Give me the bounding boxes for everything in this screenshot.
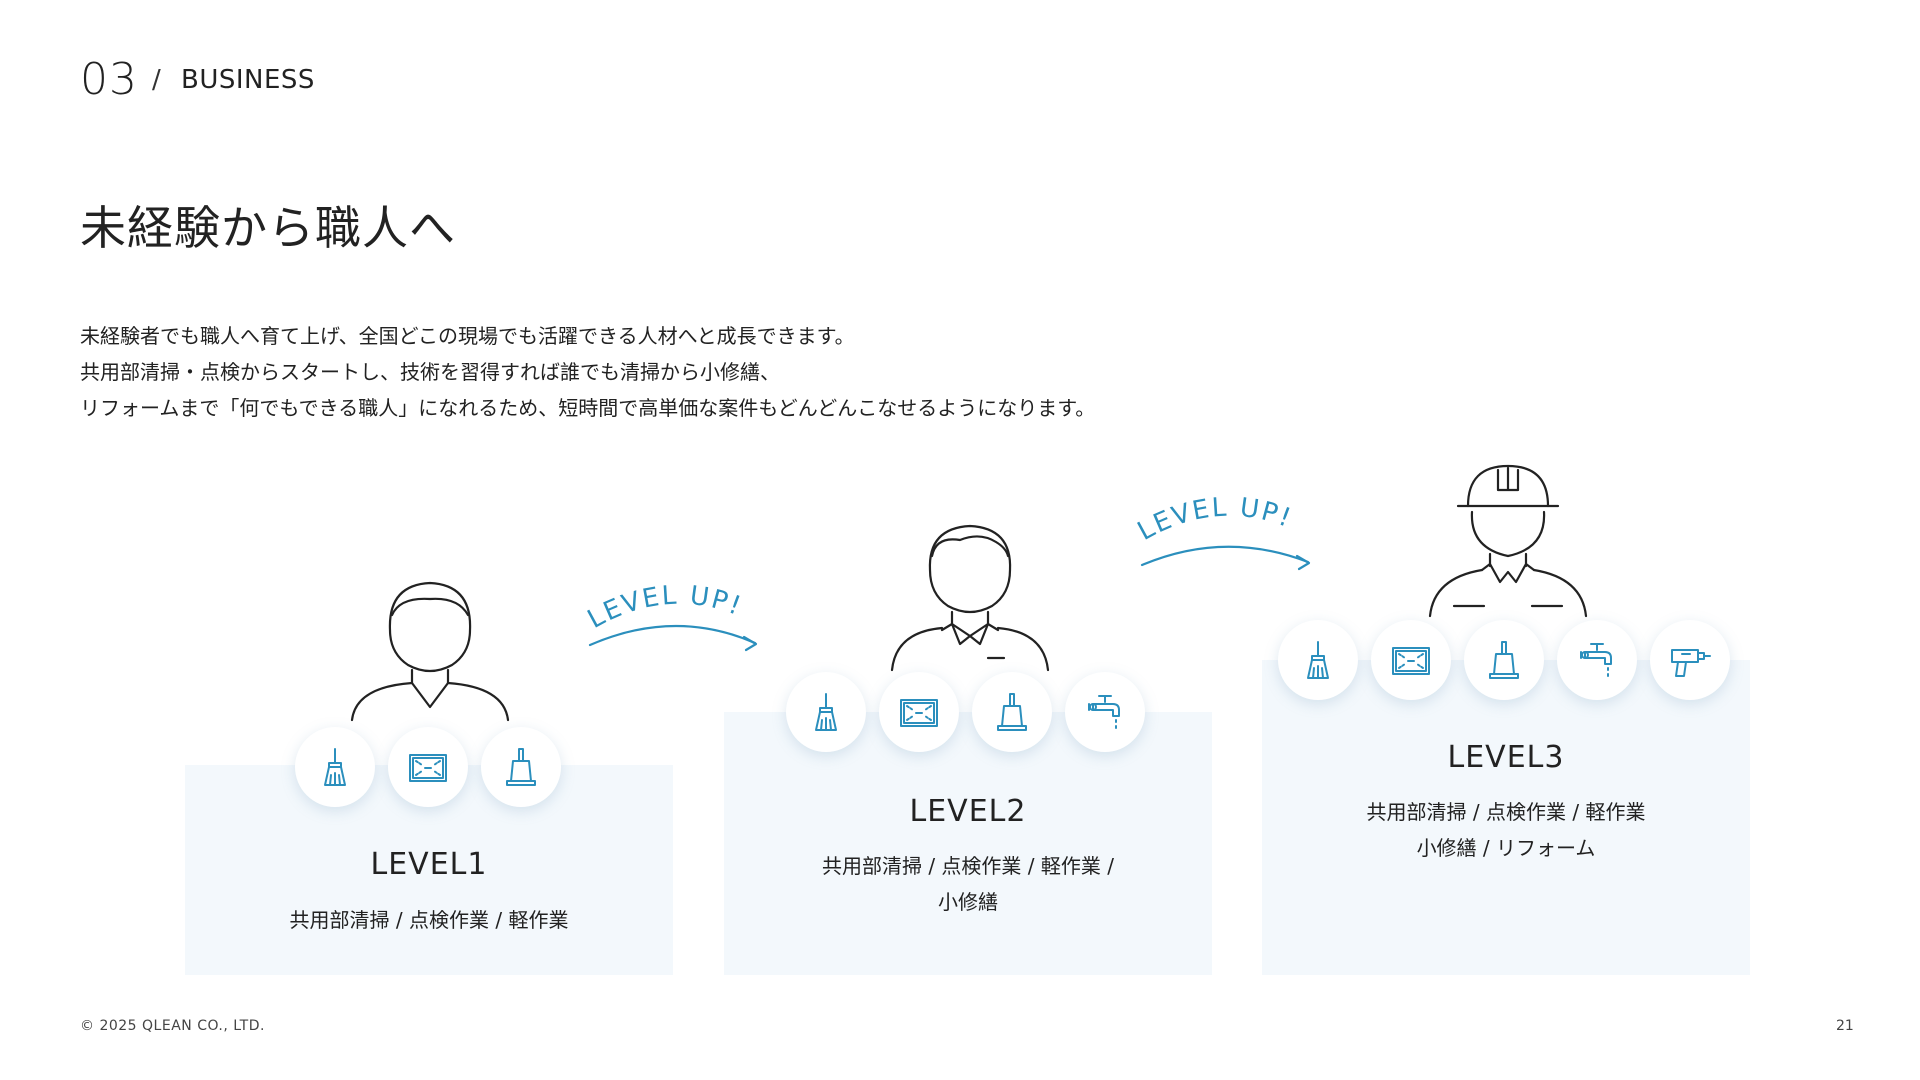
level1-icons	[295, 727, 561, 807]
intermediate-worker-illustration	[890, 524, 1050, 672]
broom-icon	[295, 727, 375, 807]
section-separator: /	[152, 65, 161, 95]
level3-tasks-line-1: 共用部清掃 / 点検作業 / 軽作業	[1366, 800, 1646, 824]
faucet-icon	[1557, 620, 1637, 700]
level2-panel	[724, 712, 1212, 975]
description: 未経験者でも職人へ育て上げ、全国どこの現場でも活躍できる人材へと成長できます。 …	[80, 318, 1680, 426]
level1-tasks-line-1: 共用部清掃 / 点検作業 / 軽作業	[289, 908, 569, 932]
level2-tasks: 共用部清掃 / 点検作業 / 軽作業 / 小修繕	[724, 848, 1212, 920]
level2-icons	[786, 672, 1145, 752]
level2-title: LEVEL2	[909, 794, 1027, 829]
level2-tasks-line-2: 小修繕	[938, 890, 998, 914]
level1-tasks: 共用部清掃 / 点検作業 / 軽作業	[185, 902, 673, 938]
dustpan-icon	[972, 672, 1052, 752]
section-number: 03	[80, 54, 138, 105]
page-number: 21	[1836, 1018, 1854, 1034]
description-line-1: 未経験者でも職人へ育て上げ、全国どこの現場でも活躍できる人材へと成長できます。	[80, 324, 855, 348]
dustpan-icon	[1464, 620, 1544, 700]
level-up-arrow-2: LEVEL UP!	[1133, 492, 1311, 571]
copyright: © 2025 QLEAN CO., LTD.	[80, 1018, 265, 1034]
level2-tasks-line-1: 共用部清掃 / 点検作業 / 軽作業 /	[821, 854, 1114, 878]
level-up-arrow-1: LEVEL UP!	[583, 580, 758, 652]
description-line-2: 共用部清掃・点検からスタートし、技術を習得すれば誰でも清掃から小修繕、	[80, 360, 780, 384]
window-icon	[388, 727, 468, 807]
broom-icon	[1278, 620, 1358, 700]
level3-panel	[1262, 660, 1750, 975]
level3-tasks: 共用部清掃 / 点検作業 / 軽作業 小修繕 / リフォーム	[1262, 794, 1750, 866]
description-line-3: リフォームまで「何でもできる職人」になれるため、短時間で高単価な案件もどんどんこ…	[80, 396, 1096, 420]
level3-icons	[1278, 620, 1730, 700]
broom-icon	[786, 672, 866, 752]
window-icon	[879, 672, 959, 752]
section-label: BUSINESS	[181, 65, 315, 95]
dustpan-icon	[481, 727, 561, 807]
window-icon	[1371, 620, 1451, 700]
craftsman-worker-illustration	[1428, 464, 1588, 618]
level3-tasks-line-2: 小修繕 / リフォーム	[1416, 836, 1596, 860]
svg-text:LEVEL UP!: LEVEL UP!	[1133, 492, 1297, 546]
level-up-label-2: LEVEL UP!	[1133, 492, 1297, 546]
drill-icon	[1650, 620, 1730, 700]
faucet-icon	[1065, 672, 1145, 752]
level3-title: LEVEL3	[1447, 740, 1565, 775]
novice-worker-illustration	[350, 581, 510, 722]
level1-title: LEVEL1	[370, 847, 488, 882]
page-title: 未経験から職人へ	[80, 201, 456, 255]
